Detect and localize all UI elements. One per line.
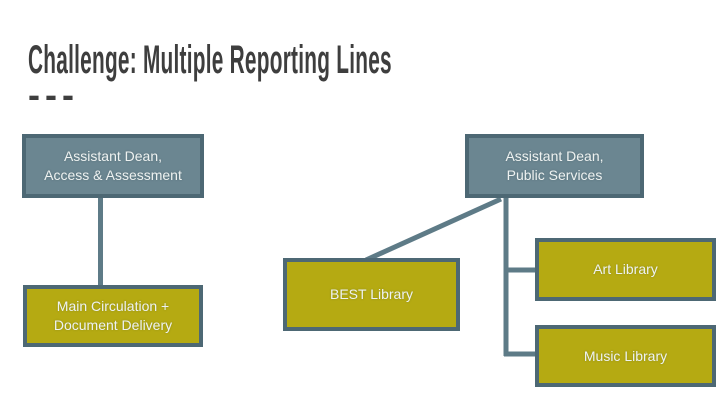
slide-title: Challenge: Multiple Reporting Lines [28, 38, 720, 82]
org-box-main-circulation-document-delivery: Main Circulation + Document Delivery [23, 285, 203, 347]
org-box-label-line: Document Delivery [53, 317, 173, 333]
org-box-art-library: Art Library [535, 238, 716, 301]
org-box-label-line: Main Circulation + [56, 298, 170, 314]
org-box-label-line: Music Library [583, 347, 668, 364]
connector-public-to-best-library [364, 196, 503, 263]
org-box-label-line: Access & Assessment [44, 167, 182, 183]
org-box-label-line: Assistant Dean, [63, 148, 163, 164]
org-box-assistant-dean-public-services: Assistant Dean, Public Services [465, 134, 644, 198]
org-box-music-library: Music Library [535, 325, 716, 387]
slide-title-text: Challenge: Multiple Reporting Lines [28, 38, 392, 82]
org-box-label-line: BEST Library [330, 286, 413, 302]
org-box-label-line: Assistant Dean, [505, 148, 604, 164]
title-divider: --- [28, 74, 79, 115]
org-box-label-line: Art Library [593, 261, 658, 277]
org-box-assistant-dean-access-assessment: Assistant Dean, Access & Assessment [22, 134, 204, 198]
org-box-best-library: BEST Library [283, 258, 460, 331]
org-box-label-line: Public Services [506, 167, 603, 183]
